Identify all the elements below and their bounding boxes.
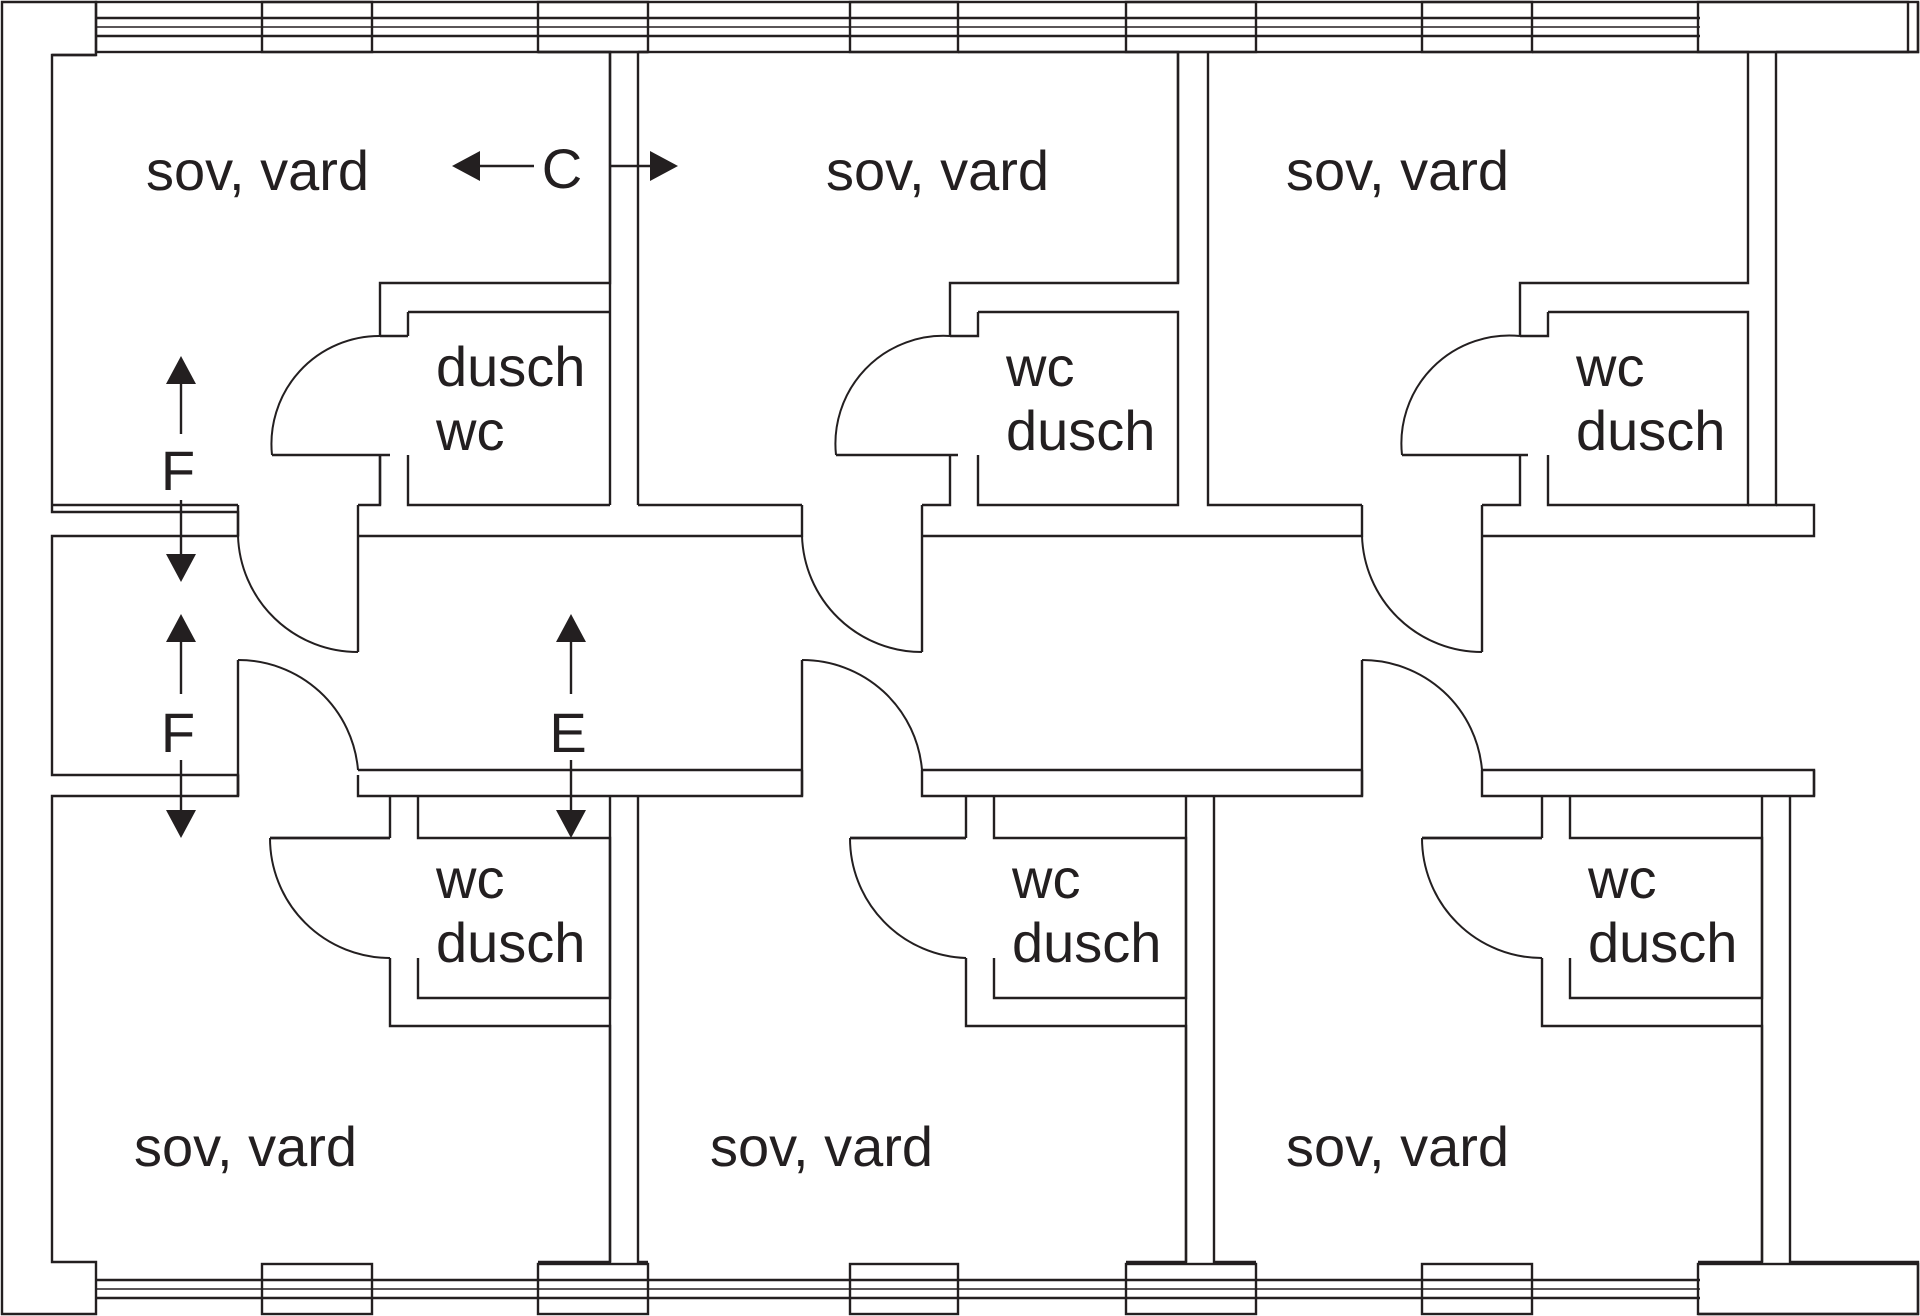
bath-top-right-line1: wc: [1575, 335, 1644, 398]
bath-bottom-right-line1: wc: [1587, 847, 1656, 910]
room-top-right-label: sov, vard: [1286, 139, 1509, 202]
room-top-middle-label: sov, vard: [826, 139, 1049, 202]
section-marker-f-upper: F: [161, 356, 196, 582]
section-marker-e: E: [549, 614, 587, 838]
bath-top-middle-line1: wc: [1005, 335, 1074, 398]
top-window-band: [94, 0, 1920, 54]
top-row-walls: [52, 2, 1920, 507]
room-top-left-label: sov, vard: [146, 139, 369, 202]
room-labels: sov, vard dusch wc sov, vard wc dusch so…: [134, 139, 1737, 1178]
section-f-upper-label: F: [161, 439, 195, 502]
section-c-label: C: [542, 137, 582, 200]
bath-bottom-left-line2: dusch: [436, 911, 585, 974]
doors: [237, 334, 1543, 959]
bottom-window-band: [96, 1262, 1920, 1316]
bath-bottom-right-line2: dusch: [1588, 911, 1737, 974]
room-bottom-right-label: sov, vard: [1286, 1115, 1509, 1178]
bath-bottom-middle-line1: wc: [1011, 847, 1080, 910]
bath-top-left-line2: wc: [435, 399, 504, 462]
bottom-row-walls: [270, 770, 1920, 1316]
section-f-lower-label: F: [161, 701, 195, 764]
bath-top-middle-line2: dusch: [1006, 399, 1155, 462]
bath-top-left-line1: dusch: [436, 335, 585, 398]
section-e-label: E: [549, 701, 586, 764]
bath-top-right-line2: dusch: [1576, 399, 1725, 462]
bath-bottom-left-line1: wc: [435, 847, 504, 910]
room-bottom-left-label: sov, vard: [134, 1115, 357, 1178]
room-bottom-middle-label: sov, vard: [710, 1115, 933, 1178]
section-marker-f-lower: F: [161, 614, 196, 838]
corridor-walls: [236, 503, 1816, 798]
bath-bottom-middle-line2: dusch: [1012, 911, 1161, 974]
section-marker-c: C: [452, 137, 678, 200]
